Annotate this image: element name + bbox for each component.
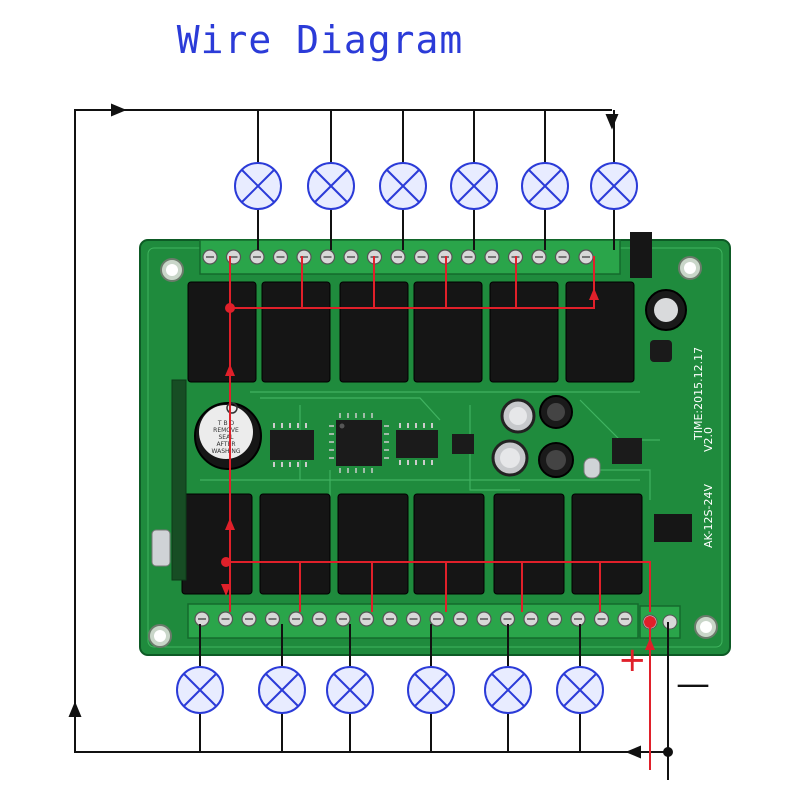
dc-jack <box>630 232 652 278</box>
large-capacitor <box>645 289 687 331</box>
relay <box>489 281 559 383</box>
junction-dot <box>663 747 673 757</box>
lamp-icon <box>326 666 374 714</box>
buzzer: T B D REMOVE SEAL AFTER WASHING <box>194 402 262 470</box>
relay <box>413 493 485 595</box>
bottom-terminal-screws <box>194 611 633 627</box>
relay <box>259 493 331 595</box>
lamp-icon <box>484 666 532 714</box>
buzzer-line-5: WASHING <box>212 448 241 455</box>
electrolytic-capacitor <box>500 398 536 434</box>
buzzer-line-3: SEAL <box>218 434 234 441</box>
lamp-cross <box>183 673 217 707</box>
board-date-text: TIME:2015.12.17 <box>692 347 705 441</box>
mounting-hole <box>148 624 172 648</box>
lamp-icon <box>450 162 498 210</box>
lamp-cross <box>491 673 525 707</box>
relay <box>261 281 331 383</box>
lamp-icon <box>407 666 455 714</box>
lamp-icon <box>590 162 638 210</box>
relay-board: T B D REMOVE SEAL AFTER WASHING <box>139 232 731 656</box>
lamp-cross <box>457 169 491 203</box>
small-ic-chip <box>612 438 642 464</box>
relay <box>181 493 253 595</box>
junction-dot <box>225 303 235 313</box>
red-wiring <box>221 256 656 770</box>
junction-dot <box>221 557 231 567</box>
lamp-icon <box>258 666 306 714</box>
ic-chip <box>396 423 438 465</box>
lamp-cross <box>241 169 275 203</box>
electrolytic-capacitor <box>491 439 529 477</box>
negative-label: — <box>676 664 710 704</box>
bottom-common-wire <box>226 561 651 612</box>
electrolytic-capacitor <box>539 395 573 429</box>
outer-loop-wire <box>74 109 668 753</box>
positive-label: + <box>618 640 647 680</box>
lamp-cross <box>597 169 631 203</box>
relay <box>493 493 565 595</box>
lamp-cross <box>528 169 562 203</box>
arrow-head <box>225 364 235 376</box>
lamp-icon <box>521 162 569 210</box>
bottom-lamp-row <box>176 666 604 714</box>
mounting-hole <box>678 256 702 280</box>
board-model-text: AK-12S-24V <box>702 484 715 548</box>
power-screw-minus <box>662 614 678 630</box>
relay <box>187 281 257 383</box>
top-lamp-row <box>234 162 638 210</box>
mounting-hole <box>160 258 184 282</box>
positive-junction-dot <box>644 616 656 628</box>
top-terminal-block <box>199 239 621 275</box>
relay <box>571 493 643 595</box>
relay <box>413 281 483 383</box>
arrow-head <box>225 518 235 530</box>
buzzer-line-1: T B D <box>217 420 235 427</box>
diagram-title: Wire Diagram <box>176 18 464 62</box>
lamp-cross <box>265 673 299 707</box>
antenna-strip <box>171 379 187 581</box>
arrow-head <box>111 103 127 117</box>
crystal-oscillator <box>151 529 171 567</box>
lamp-icon <box>379 162 427 210</box>
ic-chip <box>270 423 314 467</box>
lamp-cross <box>333 673 367 707</box>
top-terminal-screws <box>202 249 594 265</box>
microcontroller-chip <box>329 413 389 473</box>
lamp-icon <box>234 162 282 210</box>
arrow-head <box>589 288 599 300</box>
lamp-cross <box>563 673 597 707</box>
arrow-head <box>221 584 231 596</box>
lamp-icon <box>176 666 224 714</box>
buzzer-line-2: REMOVE <box>213 427 239 434</box>
black-wiring <box>68 103 673 780</box>
electrolytic-capacitor <box>538 442 574 478</box>
lamp-icon <box>556 666 604 714</box>
mounting-hole <box>694 615 718 639</box>
lamp-icon <box>307 162 355 210</box>
bottom-relay-row <box>181 493 643 595</box>
arrow-head <box>68 701 82 717</box>
regulator-chip <box>452 434 474 454</box>
board-version-text: V2.0 <box>702 427 715 452</box>
arrow-head <box>645 638 655 650</box>
lamp-cross <box>314 169 348 203</box>
arrow-head <box>605 114 619 130</box>
inductor <box>650 340 672 362</box>
lamp-cross <box>414 673 448 707</box>
buzzer-line-4: AFTER <box>216 441 235 448</box>
lamp-cross <box>386 169 420 203</box>
arrow-head <box>625 745 641 759</box>
relay <box>565 281 635 383</box>
switch-module <box>654 514 692 542</box>
crystal-small <box>583 457 601 479</box>
